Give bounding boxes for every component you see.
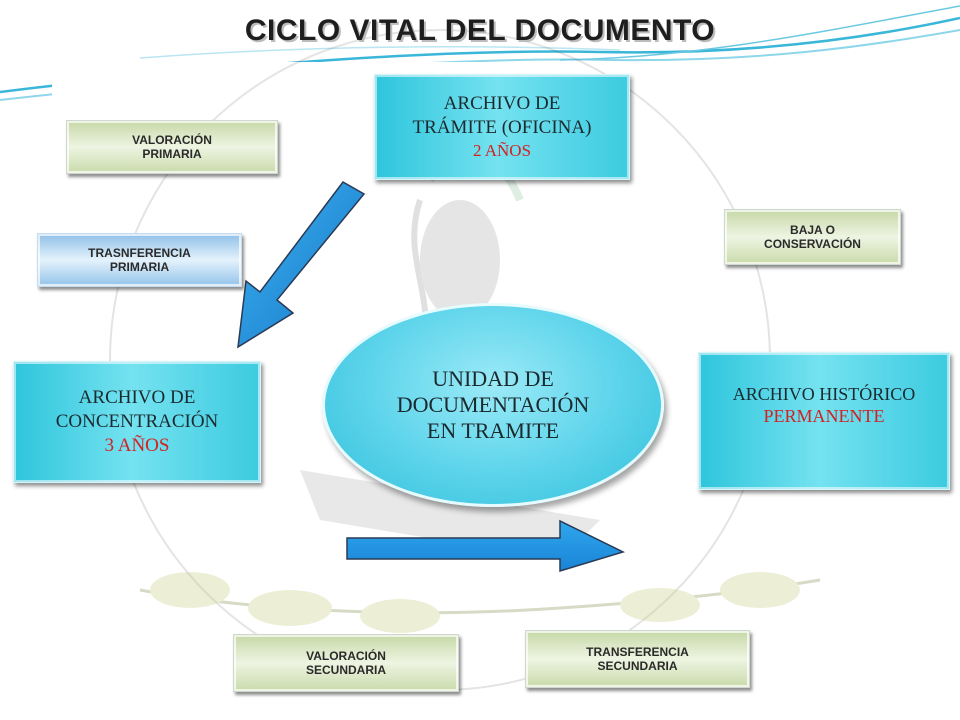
process-valoracion-secundaria: VALORACIÓN SECUNDARIA	[233, 634, 459, 692]
laurel-decoration	[139, 572, 821, 633]
valoracion-secundaria-line2: SECUNDARIA	[305, 663, 386, 677]
process-transferencia-primaria: TRASNFERENCIA PRIMARIA	[37, 233, 242, 287]
stage-historico-line1: ARCHIVO HISTÓRICO	[732, 384, 916, 404]
baja-conservacion-line1: BAJA O	[790, 223, 835, 237]
baja-conservacion-line2: CONSERVACIÓN	[764, 237, 861, 251]
center-line2: DOCUMENTACIÓN	[396, 392, 590, 417]
stage-archivo-historico: ARCHIVO HISTÓRICO PERMANENTE	[698, 352, 950, 490]
stage-tramite-line2: TRÁMITE (OFICINA)	[412, 117, 592, 138]
stage-concentracion-period: 3 AÑOS	[104, 435, 170, 456]
process-baja-conservacion: BAJA O CONSERVACIÓN	[724, 209, 901, 265]
stage-archivo-concentracion: ARCHIVO DE CONCENTRACIÓN 3 AÑOS	[13, 361, 261, 483]
transferencia-primaria-line1: TRASNFERENCIA	[88, 246, 191, 260]
stage-tramite-period: 2 AÑOS	[472, 141, 532, 160]
stage-concentracion-line1: ARCHIVO DE	[78, 387, 196, 408]
stage-historico-period: PERMANENTE	[763, 406, 885, 426]
transferencia-secundaria-line1: TRANSFERENCIA	[586, 645, 689, 659]
stage-concentracion-line2: CONCENTRACIÓN	[55, 411, 219, 432]
center-line1: UNIDAD DE	[432, 366, 554, 391]
center-line3: EN TRAMITE	[426, 418, 560, 443]
stage-tramite-line1: ARCHIVO DE	[443, 93, 561, 114]
transferencia-primaria-line2: PRIMARIA	[109, 260, 170, 274]
process-transferencia-secundaria: TRANSFERENCIA SECUNDARIA	[525, 630, 750, 688]
page-title: CICLO VITAL DEL DOCUMENTO	[244, 14, 716, 47]
valoracion-primaria-line1: VALORACIÓN	[132, 133, 212, 147]
transferencia-secundaria-line2: SECUNDARIA	[597, 659, 678, 673]
stage-archivo-tramite: ARCHIVO DE TRÁMITE (OFICINA) 2 AÑOS	[374, 74, 630, 180]
center-unidad-documentacion: UNIDAD DE DOCUMENTACIÓN EN TRAMITE	[322, 303, 664, 507]
process-valoracion-primaria: VALORACIÓN PRIMARIA	[66, 120, 278, 174]
valoracion-secundaria-line1: VALORACIÓN	[306, 649, 386, 663]
valoracion-primaria-line2: PRIMARIA	[142, 147, 202, 161]
